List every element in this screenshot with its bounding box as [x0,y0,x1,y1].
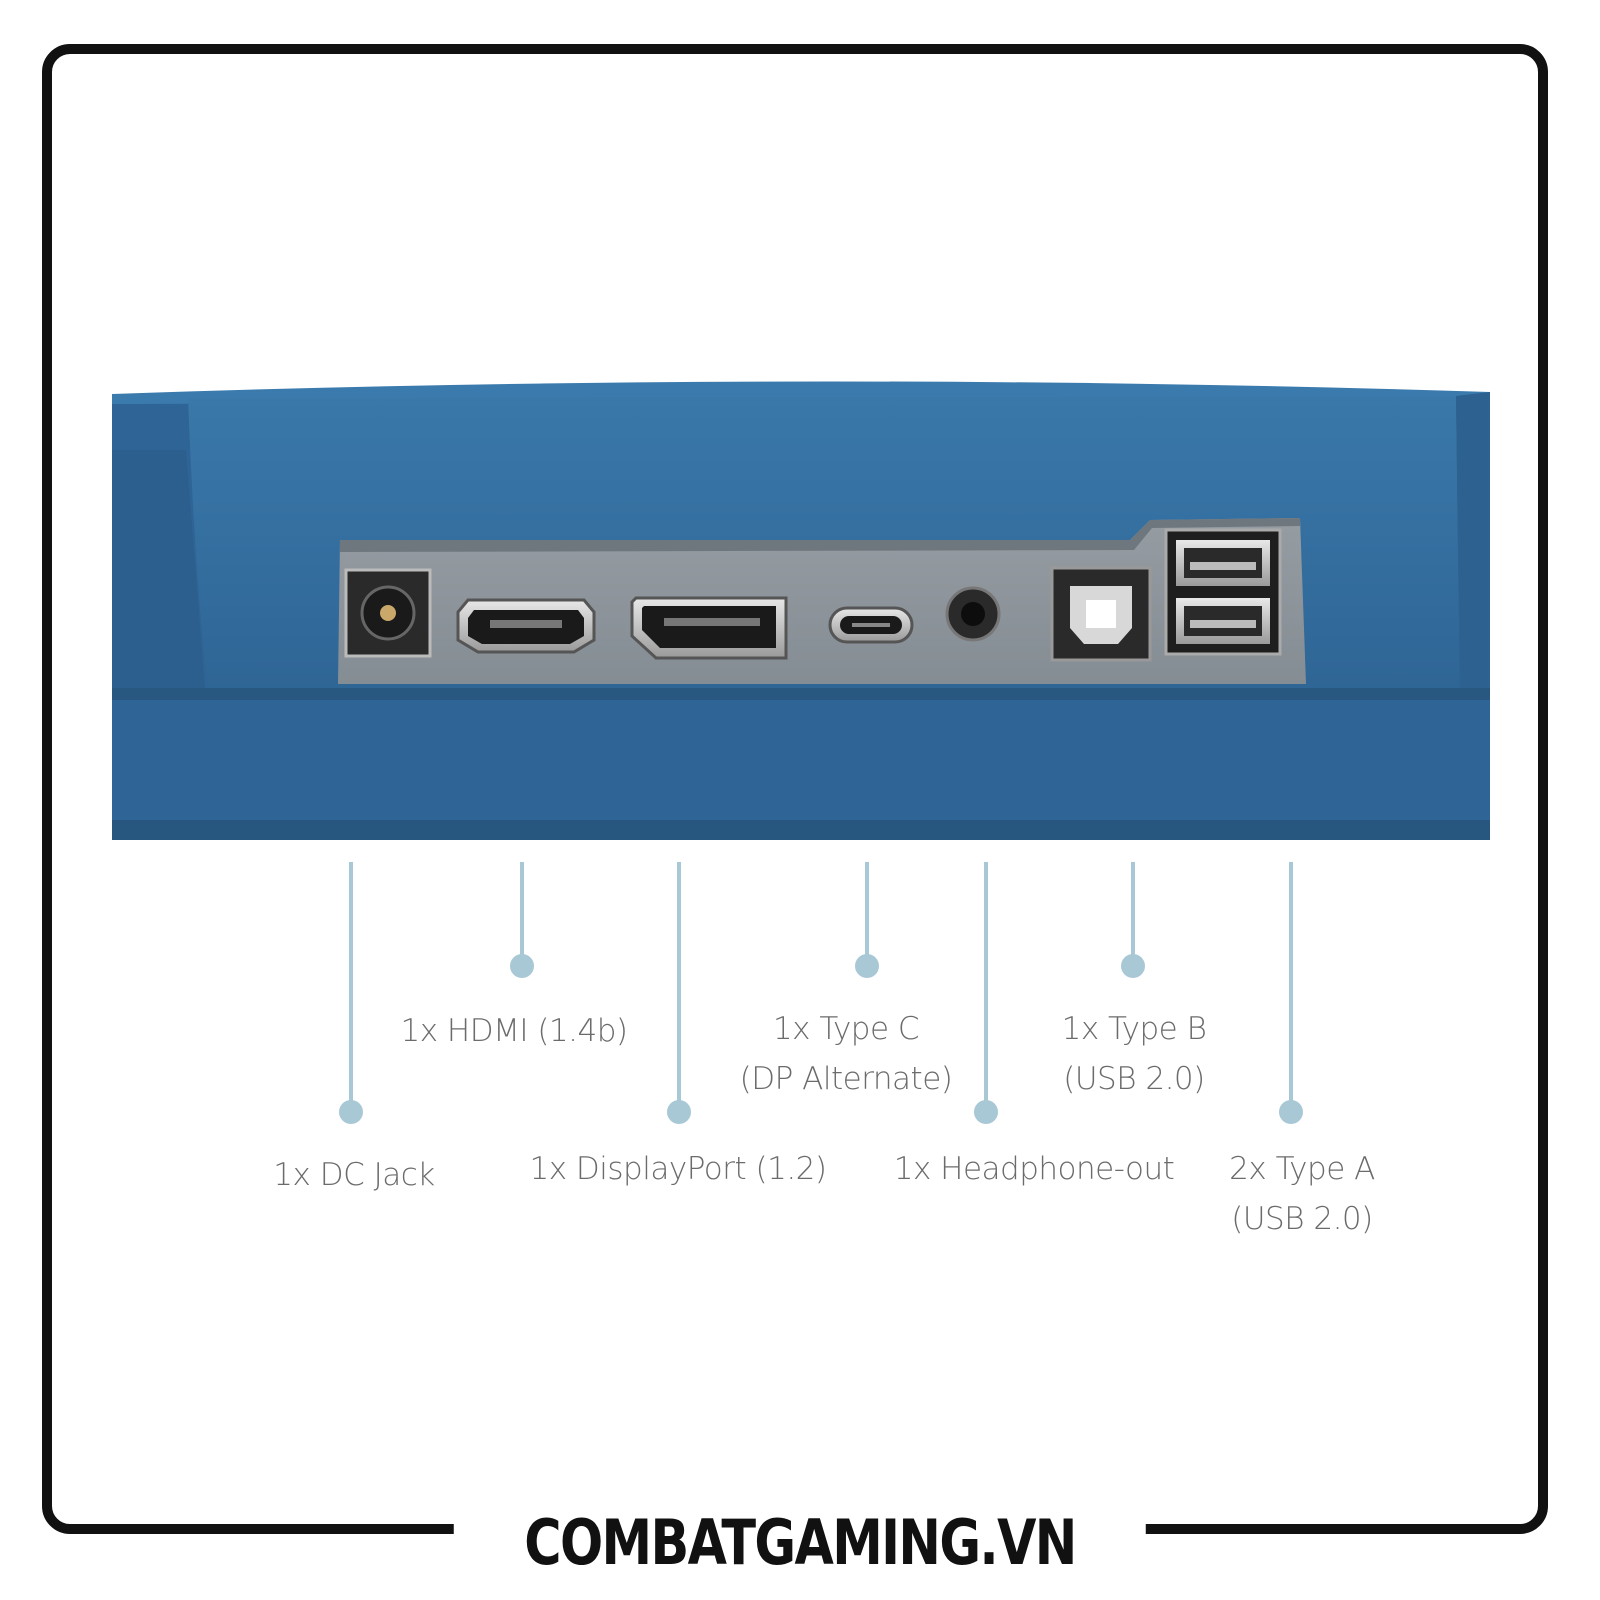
brand-watermark: COMBATGAMING.VN [453,1506,1147,1579]
type-b-callout-dot [1121,954,1145,978]
hdmi-port-icon [456,598,596,654]
type-b-label: 1x Type B (USB 2.0) [1061,1011,1207,1097]
hdmi-label: 1x HDMI (1.4b) [400,1013,628,1049]
type-a-label: 2x Type A (USB 2.0) [1229,1151,1375,1237]
headphone-jack-icon [945,586,1001,642]
usb-type-b-port-icon [1050,566,1152,662]
dc-jack-callout-dot [339,1100,363,1124]
type-a-callout-dot [1279,1100,1303,1124]
headphone-label: 1x Headphone-out [893,1151,1175,1187]
displayport-label: 1x DisplayPort (1.2) [529,1151,828,1187]
displayport-callout-dot [667,1100,691,1124]
displayport-port-icon [630,596,788,660]
hdmi-callout-dot [510,954,534,978]
type-c-callout-dot [855,954,879,978]
usb-type-a-ports-icon [1164,528,1282,656]
headphone-callout-dot [974,1100,998,1124]
usb-type-c-port-icon [828,606,914,644]
brand-text: COMBATGAMING.VN [524,1506,1077,1579]
type-c-label: 1x Type C (DP Alternate) [739,1011,953,1097]
dc-jack-port-icon [344,568,432,658]
dc-jack-label: 1x DC Jack [273,1157,435,1193]
